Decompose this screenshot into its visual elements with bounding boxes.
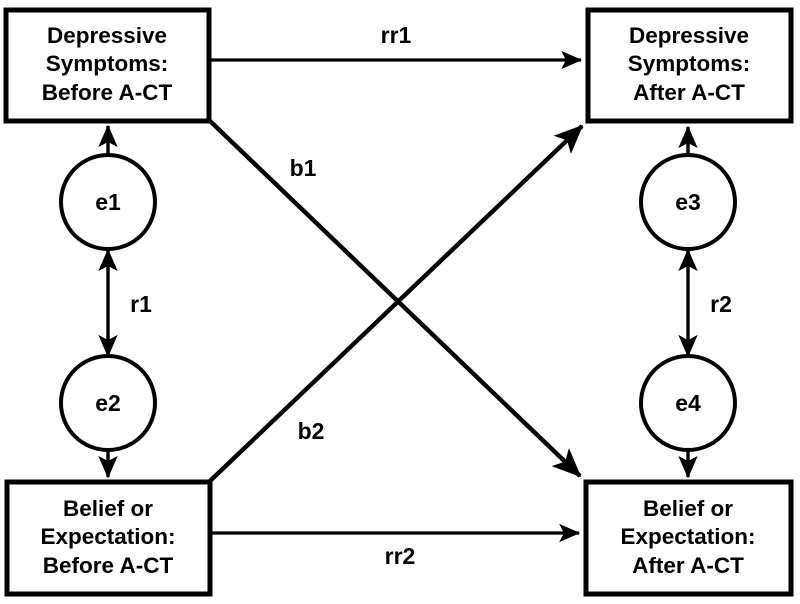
box-top-right-line3: After A-CT xyxy=(633,80,745,105)
path-label-b1: b1 xyxy=(290,155,317,181)
node-error-e3: e3 xyxy=(639,153,737,251)
circle-e3-label: e3 xyxy=(675,189,701,215)
box-bottom-left-rect xyxy=(4,479,213,597)
circle-e4-label: e4 xyxy=(675,390,701,416)
box-top-left-line2: Symptoms: xyxy=(46,51,169,76)
circle-e2-label: e2 xyxy=(95,390,121,416)
box-top-right-line2: Symptoms: xyxy=(628,51,751,76)
box-bottom-right-rect xyxy=(583,479,794,597)
edge-b1 xyxy=(208,119,582,478)
box-bottom-right-line2: Expectation: xyxy=(620,524,755,549)
box-top-left-line3: Before A-CT xyxy=(42,80,173,105)
path-label-rr1: rr1 xyxy=(381,22,412,48)
box-top-left-rect xyxy=(3,7,212,124)
circle-e1-shape xyxy=(59,153,157,251)
box-bottom-right-line3: After A-CT xyxy=(632,553,744,578)
path-label-rr2: rr2 xyxy=(385,543,416,569)
node-depressive-symptoms-before: Depressive Symptoms: Before A-CT xyxy=(3,7,212,124)
node-belief-expectation-after: Belief or Expectation: After A-CT xyxy=(583,479,794,597)
node-error-e1: e1 xyxy=(59,153,157,251)
circle-e3-shape xyxy=(639,153,737,251)
edge-b2 xyxy=(208,124,584,483)
circle-e1-label: e1 xyxy=(95,189,121,215)
node-depressive-symptoms-after: Depressive Symptoms: After A-CT xyxy=(585,7,794,124)
box-bottom-left-line3: Before A-CT xyxy=(43,553,174,578)
box-top-left-line1: Depressive xyxy=(47,23,167,48)
path-label-r1: r1 xyxy=(130,291,152,317)
box-top-right-line1: Depressive xyxy=(629,23,749,48)
path-label-r2: r2 xyxy=(710,291,732,317)
box-bottom-left-line2: Expectation: xyxy=(40,524,175,549)
box-bottom-left-line1: Belief or xyxy=(63,496,153,521)
path-label-b2: b2 xyxy=(298,418,325,444)
node-error-e4: e4 xyxy=(639,354,737,452)
box-bottom-right-line1: Belief or xyxy=(643,496,733,521)
circle-e4-shape xyxy=(639,354,737,452)
node-belief-expectation-before: Belief or Expectation: Before A-CT xyxy=(4,479,213,597)
node-error-e2: e2 xyxy=(59,354,157,452)
box-top-right-rect xyxy=(585,7,794,124)
circle-e2-shape xyxy=(59,354,157,452)
